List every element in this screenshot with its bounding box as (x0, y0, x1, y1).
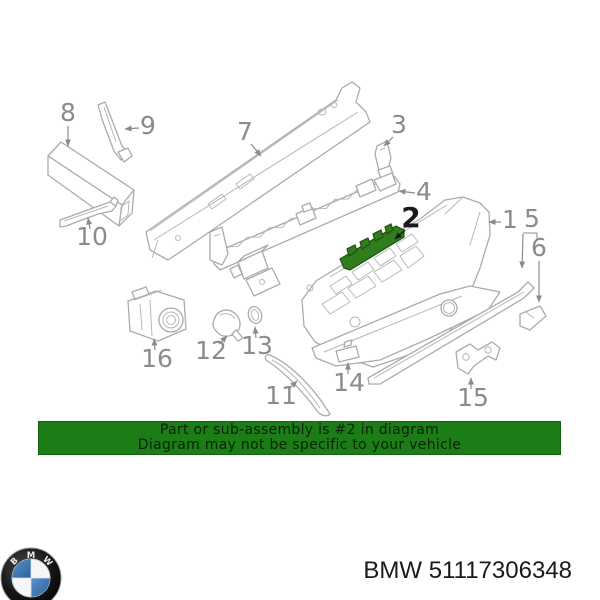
roundel-quadrant-blue-br (31, 578, 50, 597)
part-number-text: BMW 51117306348 (363, 557, 572, 584)
part-12-parking-sensor (212, 309, 244, 342)
callout-arrow-2 (394, 229, 406, 240)
callout-arrow-7 (250, 143, 262, 157)
callout-arrow-16 (151, 338, 158, 351)
part-label-13: 13 (241, 331, 273, 360)
part-label-11: 11 (265, 381, 297, 410)
part-5-trim-strip (367, 281, 535, 385)
part-label-7: 7 (237, 117, 253, 146)
callout-arrow-13 (252, 326, 259, 339)
part-label-9: 9 (140, 111, 156, 140)
part-4-bracket (355, 178, 377, 198)
part-label-1: 1 (502, 205, 518, 234)
part-11-curved-trim (264, 354, 331, 417)
callout-arrow-5 (519, 233, 526, 269)
part-label-6: 6 (531, 233, 547, 262)
part-label-10: 10 (76, 222, 108, 251)
part-label-3: 3 (391, 110, 407, 139)
part-label-2: 2 (401, 201, 420, 234)
part-14-clip (335, 339, 360, 363)
part-2-highlighted-bracket (339, 223, 405, 271)
banner-line-2: Diagram may not be specific to your vehi… (137, 437, 462, 453)
part-label-15: 15 (457, 383, 489, 412)
logo-letter-b: B (9, 556, 21, 568)
part-7-reinforcement-bar (145, 81, 371, 261)
callout-arrow-11 (288, 380, 298, 390)
part-label-14: 14 (333, 368, 365, 397)
part-label-12: 12 (195, 336, 227, 365)
part-label-4: 4 (416, 177, 432, 206)
highlight-info-banner: Part or sub-assembly is #2 in diagram Di… (38, 421, 561, 455)
callout-arrow-4 (398, 188, 416, 195)
label-5-6-connector (523, 232, 538, 240)
callout-arrow-3 (383, 136, 394, 147)
logo-letter-m: M (27, 551, 35, 561)
part-label-16: 16 (141, 344, 173, 373)
serrated-guide-rail (209, 172, 401, 297)
part-9-strap-bracket (97, 101, 133, 163)
part-6-cover-piece (519, 305, 547, 331)
part-13-grommet (247, 306, 263, 324)
part-label-5: 5 (524, 204, 540, 233)
part-label-8: 8 (60, 98, 76, 127)
part-10-strip-bracket (59, 196, 119, 228)
callout-arrow-9 (124, 125, 140, 132)
callout-arrow-12 (218, 335, 228, 345)
bmw-logo: B M W (0, 547, 62, 600)
part-16-rear-camera (127, 286, 187, 342)
banner-line-1: Part or sub-assembly is #2 in diagram (159, 422, 440, 438)
callout-arrow-10 (86, 217, 93, 230)
roundel-quadrant-blue-tl (12, 559, 31, 578)
part-15-mounting-bracket (455, 341, 501, 375)
